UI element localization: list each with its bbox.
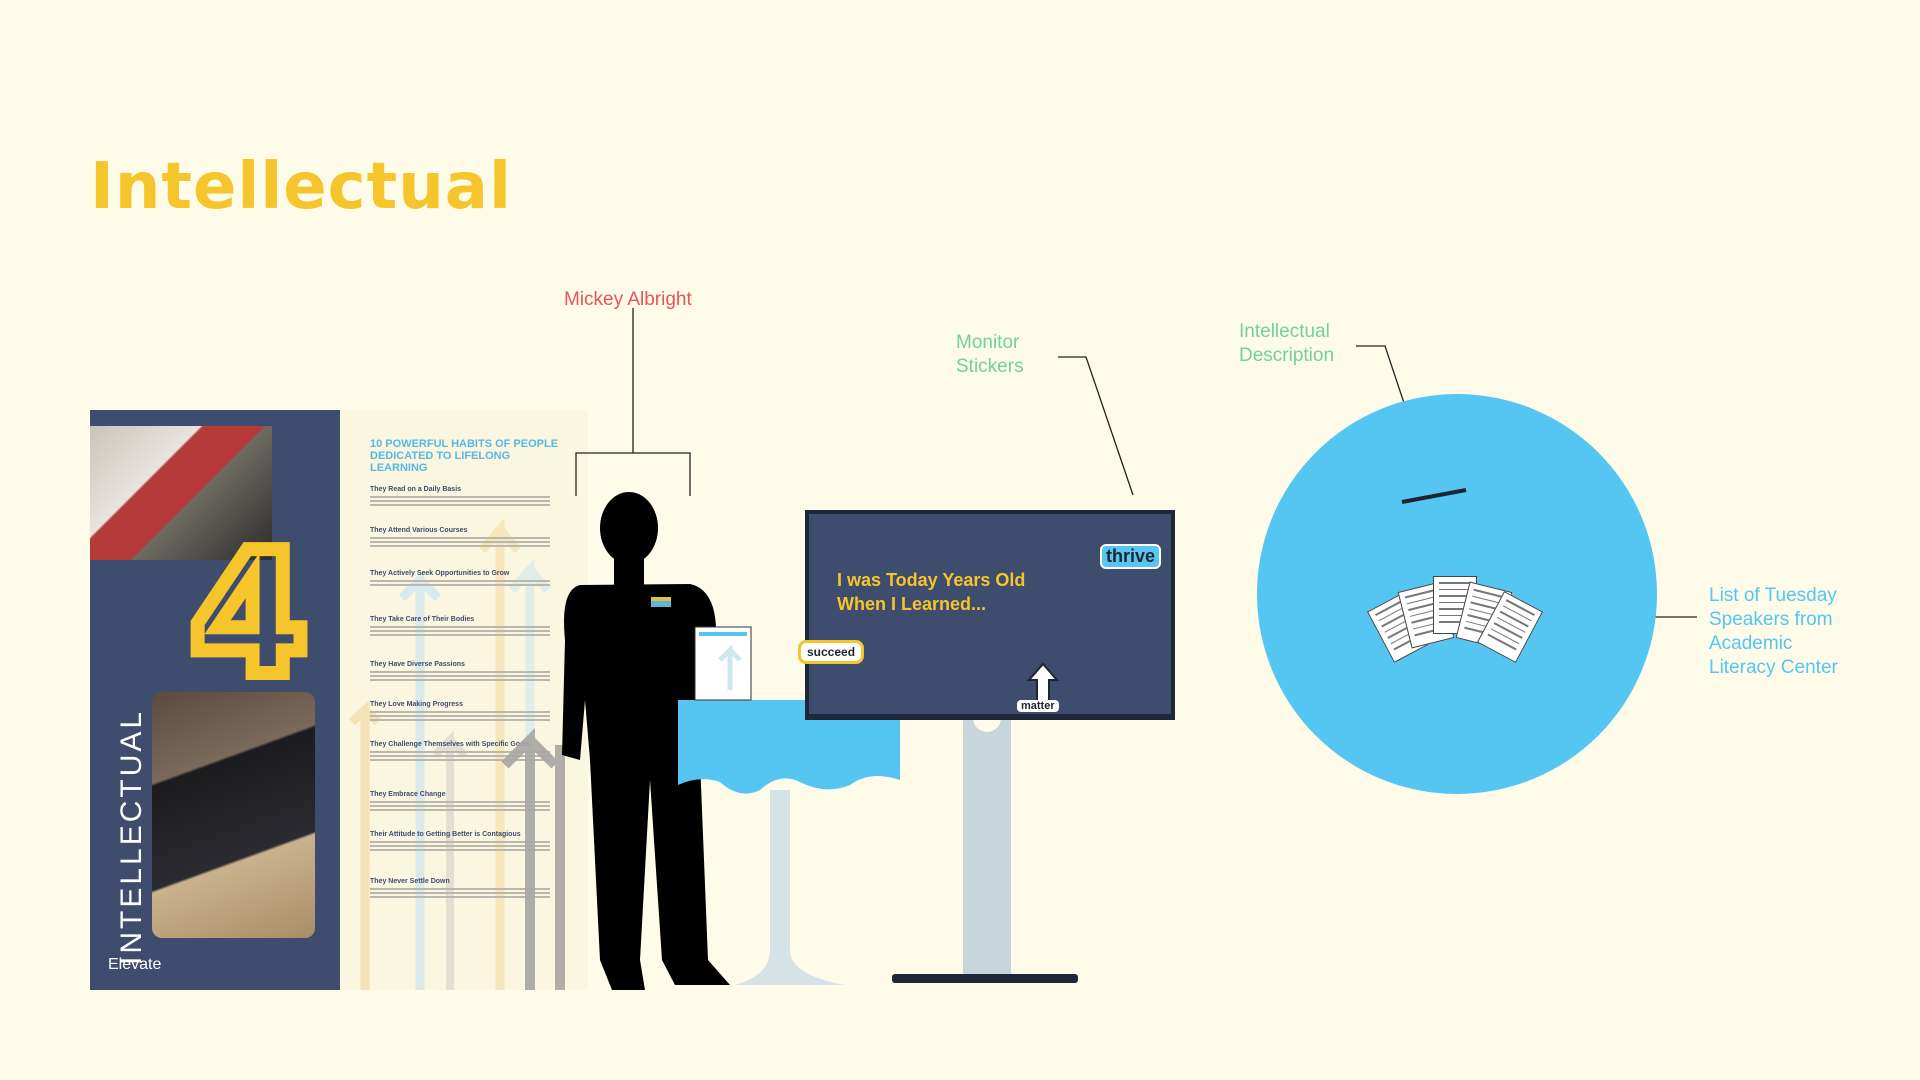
poster-heading: 10 POWERFUL HABITS OF PEOPLE DEDICATED T… [370, 438, 559, 474]
callout-intellectual-description: Intellectual Description [1239, 321, 1335, 366]
habit-title: Their Attitude to Getting Better is Cont… [370, 831, 521, 838]
stickers-callout-line [1058, 356, 1134, 496]
description-plaque [1401, 488, 1467, 504]
habit-item: They Attend Various Courses [370, 527, 570, 547]
person-callout-line [575, 308, 691, 496]
habit-item: They Read on a Daily Basis [370, 486, 570, 506]
poster-photo-classroom [90, 426, 272, 560]
habit-item: They Actively Seek Opportunities to Grow [370, 570, 570, 586]
intellectual-poster: 4 INTELLECTUAL Elevate 10 POWERFUL HABIT… [90, 410, 588, 990]
monitor-screen: I was Today Years Old When I Learned... [805, 510, 1175, 720]
habit-title: They Actively Seek Opportunities to Grow [370, 570, 510, 577]
habit-title: They Attend Various Courses [370, 527, 468, 534]
habit-title: They Challenge Themselves with Specific … [370, 741, 530, 748]
habit-item: They Have Diverse Passions [370, 661, 570, 681]
habit-title: They Have Diverse Passions [370, 661, 465, 668]
callout-speakers-list: List of Tuesday Speakers from Academic L… [1709, 585, 1838, 678]
habit-title: They Take Care of Their Bodies [370, 616, 475, 623]
sticker-matter: matter [1017, 700, 1059, 712]
poster-photo-student-laptop [152, 692, 315, 938]
table-pedestal [735, 790, 845, 985]
tablecloth [678, 700, 900, 794]
page-title: Intellectual [90, 150, 512, 224]
table-flyer [694, 626, 752, 701]
habit-title: They Love Making Progress [370, 701, 463, 708]
monitor-base [892, 974, 1078, 983]
sticker-thrive: thrive [1100, 544, 1162, 569]
habit-title: They Embrace Change [370, 791, 446, 798]
habit-title: They Read on a Daily Basis [370, 486, 462, 493]
habit-item: Their Attitude to Getting Better is Cont… [370, 831, 570, 851]
habit-item: They Love Making Progress [370, 701, 570, 721]
monitor-headline: I was Today Years Old When I Learned... [837, 570, 1026, 614]
callout-person-name: Mickey Albright [564, 289, 692, 310]
name-badge [651, 597, 671, 607]
sticker-matter-arrow-icon [1026, 662, 1060, 703]
sticker-succeed: succeed [798, 640, 865, 664]
poster-brand-logo: Elevate [108, 956, 162, 973]
callout-monitor-stickers: Monitor Stickers [956, 332, 1024, 377]
habit-title: They Never Settle Down [370, 878, 450, 885]
habit-item: They Never Settle Down [370, 878, 570, 898]
habit-item: They Embrace Change [370, 791, 570, 811]
gray-arrow-decoration [501, 727, 565, 990]
habit-item: They Take Care of Their Bodies [370, 616, 570, 636]
monitor-stand [963, 712, 1011, 974]
habit-item: They Challenge Themselves with Specific … [370, 741, 570, 761]
person-silhouette [562, 492, 730, 990]
poster-number-four: 4 [183, 516, 315, 714]
